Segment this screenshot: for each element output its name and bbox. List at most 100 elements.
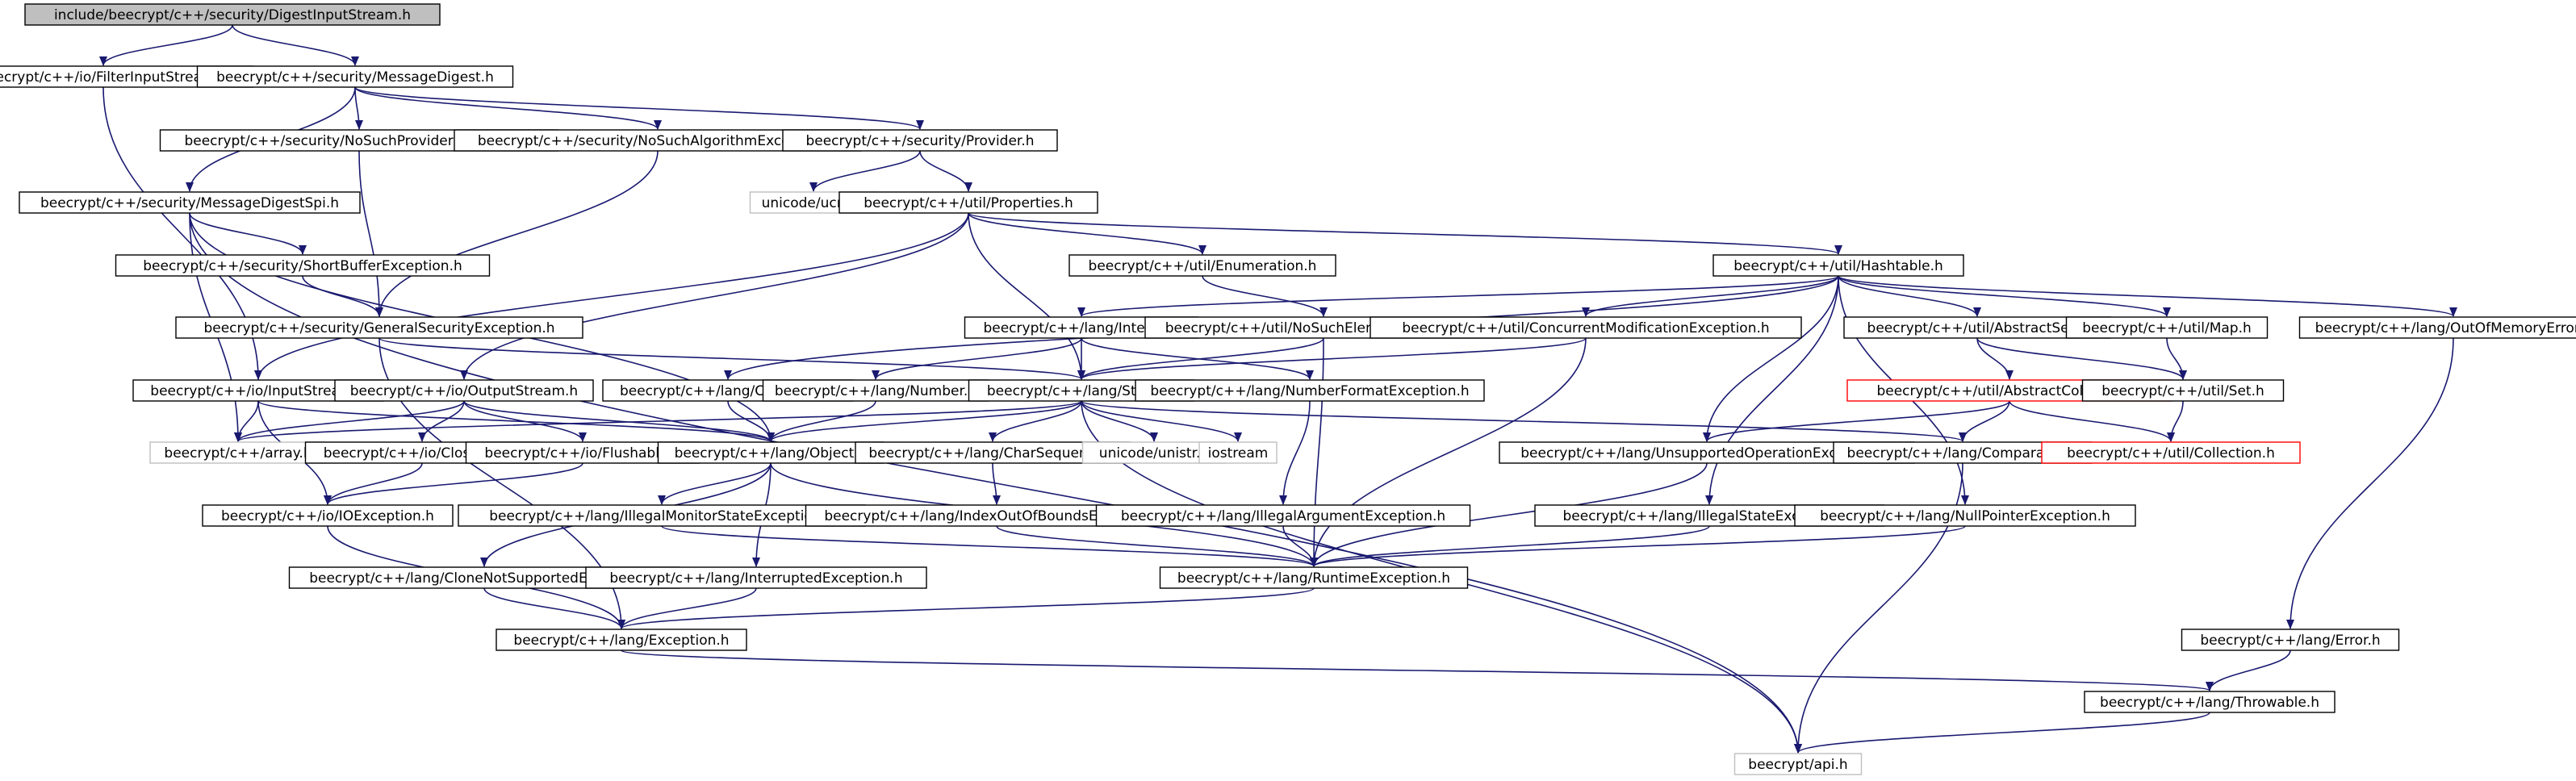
node-runtime[interactable]: beecrypt/c++/lang/RuntimeException.h: [1159, 566, 1469, 589]
node-label: beecrypt/c++/lang/NullPointerException.h: [1820, 508, 2110, 524]
node-box: [1135, 379, 1485, 402]
node-exception[interactable]: beecrypt/c++/lang/Exception.h: [496, 629, 747, 651]
node-box: [24, 3, 441, 26]
node-box: [782, 129, 1058, 152]
edge-outputstream-to-closeable: [418, 400, 465, 442]
node-nullpointer[interactable]: beecrypt/c++/lang/NullPointerException.h: [1794, 504, 2136, 527]
node-label: beecrypt/c++/lang/Error.h: [2200, 633, 2380, 649]
node-messagedigest[interactable]: beecrypt/c++/security/MessageDigest.h: [196, 65, 514, 88]
node-label: include/beecrypt/c++/security/DigestInpu…: [54, 7, 411, 23]
node-label: beecrypt/c++/util/Map.h: [2082, 320, 2252, 336]
node-label: beecrypt/c++/lang/Comparable.h: [1847, 445, 2079, 461]
node-number[interactable]: beecrypt/c++/lang/Number.h: [762, 379, 989, 402]
node-outofmemory[interactable]: beecrypt/c++/lang/OutOfMemoryError.h: [2298, 316, 2576, 339]
edge-inputstream-to-object: [257, 400, 775, 442]
edge-set-to-collection: [2167, 400, 2184, 442]
node-provider[interactable]: beecrypt/c++/security/Provider.h: [782, 129, 1058, 152]
node-label: beecrypt/c++/lang/IllegalMonitorStateExc…: [489, 508, 834, 524]
edge-digestinputstream-to-messagedigest: [232, 24, 359, 66]
edge-string-to-unistr: [1081, 400, 1158, 442]
node-box: [115, 254, 491, 277]
node-label: beecrypt/c++/io/Flushable.h: [484, 445, 680, 461]
node-concurrentmod[interactable]: beecrypt/c++/util/ConcurrentModification…: [1370, 316, 1802, 339]
node-interrupted[interactable]: beecrypt/c++/lang/InterruptedException.h: [585, 566, 927, 589]
node-box: [1198, 441, 1278, 464]
node-box: [2181, 629, 2400, 651]
node-label: beecrypt/c++/io/InputStream.h: [150, 383, 366, 399]
node-illegalargument[interactable]: beecrypt/c++/lang/IllegalArgumentExcepti…: [1095, 504, 1471, 527]
node-map[interactable]: beecrypt/c++/util/Map.h: [2065, 316, 2269, 339]
node-box: [196, 65, 514, 88]
edge-properties-to-hashtable: [968, 212, 1842, 255]
node-label: iostream: [1208, 445, 1269, 461]
node-label: beecrypt/c++/security/NoSuchProviderExce…: [184, 133, 533, 149]
node-label: beecrypt/c++/lang/NumberFormatException.…: [1150, 383, 1469, 399]
node-label: beecrypt/c++/lang/UnsupportedOperationEx…: [1520, 445, 1892, 461]
edge-string-to-charsequence: [989, 400, 1082, 442]
node-numberformat[interactable]: beecrypt/c++/lang/NumberFormatException.…: [1135, 379, 1485, 402]
node-box: [2081, 379, 2285, 402]
node-label: beecrypt/c++/lang/IllegalStateException.…: [1563, 508, 1856, 524]
node-throwable[interactable]: beecrypt/c++/lang/Throwable.h: [2084, 691, 2336, 713]
edge-numberformat-to-illegalargument: [1279, 400, 1311, 505]
edge-hashtable-to-outofmemory: [1838, 275, 2457, 317]
edge-outputstream-to-object: [463, 400, 775, 442]
node-messagedigestspi[interactable]: beecrypt/c++/security/MessageDigestSpi.h: [19, 191, 361, 214]
node-illegalmonitor[interactable]: beecrypt/c++/lang/IllegalMonitorStateExc…: [458, 504, 866, 527]
edge-outputstream-to-flushable: [463, 400, 587, 442]
node-flushable[interactable]: beecrypt/c++/io/Flushable.h: [465, 441, 700, 464]
node-label: beecrypt/c++/util/Collection.h: [2067, 445, 2275, 461]
node-box: [458, 504, 866, 527]
node-outputstream[interactable]: beecrypt/c++/io/OutputStream.h: [334, 379, 594, 402]
node-set[interactable]: beecrypt/c++/util/Set.h: [2081, 379, 2285, 402]
edge-messagedigestspi-to-shortbuffer: [189, 212, 307, 255]
node-digestinputstream[interactable]: include/beecrypt/c++/security/DigestInpu…: [24, 3, 441, 26]
node-label: beecrypt/c++/io/IOException.h: [221, 508, 434, 524]
edge-hashtable-to-unsupportedop: [1703, 275, 1839, 442]
node-iostream: iostream: [1198, 441, 1278, 464]
edge-map-to-set: [2166, 337, 2187, 380]
node-generalsecurity[interactable]: beecrypt/c++/security/GeneralSecurityExc…: [175, 316, 583, 339]
edge-number-to-object: [767, 400, 876, 442]
node-label: beecrypt/c++/lang/Number.h: [775, 383, 976, 399]
node-array: beecrypt/c++/array.h: [149, 441, 327, 464]
node-label: beecrypt/c++/lang/IllegalArgumentExcepti…: [1121, 508, 1445, 524]
edge-properties-to-outputstream: [460, 212, 969, 380]
node-ioexception[interactable]: beecrypt/c++/io/IOException.h: [202, 504, 454, 527]
node-label: beecrypt/c++/lang/InterruptedException.h: [609, 570, 902, 587]
node-label: beecrypt/c++/security/NoSuchAlgorithmExc…: [478, 133, 838, 149]
edge-string-to-array: [234, 400, 1082, 442]
node-label: beecrypt/c++/lang/Throwable.h: [2100, 695, 2319, 711]
edge-integer-to-number: [872, 337, 1082, 380]
edge-abstractcollection-to-collection: [2009, 400, 2175, 442]
node-label: beecrypt/c++/util/Properties.h: [864, 195, 1073, 211]
node-box: [1068, 254, 1336, 277]
node-error[interactable]: beecrypt/c++/lang/Error.h: [2181, 629, 2400, 651]
edge-throwable-to-api: [1794, 712, 2210, 754]
edge-illegalstate-to-runtime: [1310, 525, 1710, 567]
node-enumeration[interactable]: beecrypt/c++/util/Enumeration.h: [1068, 254, 1336, 277]
node-properties[interactable]: beecrypt/c++/util/Properties.h: [838, 191, 1098, 214]
node-label: beecrypt/c++/util/ConcurrentModification…: [1402, 320, 1769, 336]
edge-generalsecurity-to-string: [378, 337, 1085, 380]
edge-clonenotsupported-to-exception: [483, 587, 625, 629]
node-hashtable[interactable]: beecrypt/c++/util/Hashtable.h: [1712, 254, 1964, 277]
edge-abstractcollection-to-unsupportedop: [1703, 400, 2010, 442]
edge-indexoutofbounds-to-runtime: [996, 525, 1318, 567]
node-box: [1794, 504, 2136, 527]
node-object[interactable]: beecrypt/c++/lang/Object.h: [657, 441, 884, 464]
edge-abstractset-to-set: [1976, 337, 2187, 380]
edge-string-to-iostream: [1081, 400, 1242, 442]
edge-messagedigest-to-nosuchalgorithm: [354, 86, 662, 130]
edge-hashtable-to-concurrentmod: [1582, 275, 1839, 317]
edge-nosuchelement-to-runtime: [1310, 337, 1324, 567]
node-collection[interactable]: beecrypt/c++/util/Collection.h: [2041, 441, 2301, 464]
node-shortbuffer[interactable]: beecrypt/c++/security/ShortBufferExcepti…: [115, 254, 491, 277]
node-box: [2065, 316, 2269, 339]
node-label: beecrypt/c++/security/Provider.h: [805, 133, 1034, 149]
node-api: beecrypt/api.h: [1733, 753, 1863, 775]
node-box: [585, 566, 927, 589]
edge-nosuchelement-to-string: [1077, 337, 1324, 380]
edge-provider-to-properties: [919, 150, 972, 192]
nodes-layer: include/beecrypt/c++/security/DigestInpu…: [0, 3, 2576, 775]
